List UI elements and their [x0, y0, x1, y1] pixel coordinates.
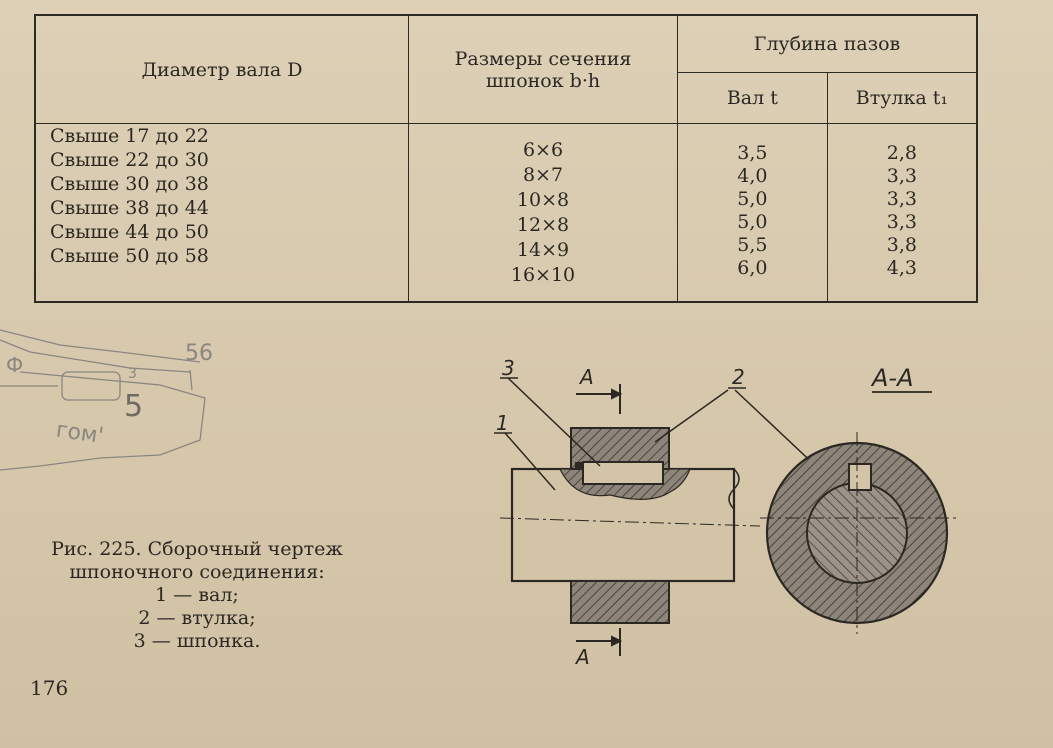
section-cell: 12×8 [516, 214, 570, 236]
hub-depth-cell: 3,3 [886, 188, 917, 210]
section-cell: 8×7 [522, 164, 564, 186]
diameter-cell: Свыше 38 до 44 [50, 197, 209, 219]
label-hub: 2 [732, 365, 745, 389]
figure-caption: Рис. 225. Сборочный чертеж шпоночного со… [32, 538, 362, 653]
caption-item: 1 — вал; [155, 584, 239, 606]
diameter-cell: Свыше 30 до 38 [50, 173, 209, 195]
leader-lines [494, 377, 821, 491]
section-cell: 14×9 [516, 239, 570, 261]
header-section-size: Размеры сечения шпонок b·h [408, 14, 678, 124]
sketch-text-left: Ф [6, 353, 23, 377]
section-markers [576, 384, 623, 656]
diameter-cell: Свыше 50 до 58 [50, 245, 209, 267]
header-diameter: Диаметр вала D [34, 14, 409, 124]
shaft-depth-cell: 3,5 [737, 142, 768, 164]
section-cell: 6×6 [522, 139, 564, 161]
section-label-top: A [578, 365, 594, 389]
caption-title: Рис. 225. Сборочный чертеж шпоночного со… [51, 538, 343, 583]
shaft-drawing [499, 427, 761, 624]
sketch-text-bottom: гом' [54, 418, 105, 449]
shaft-depth-cell: 5,0 [737, 211, 768, 233]
assembly-drawing: 56 Ф 3 5 гом' A [0, 329, 958, 669]
section-cell: 10×8 [516, 189, 570, 211]
diameter-cell: Свыше 44 до 50 [50, 221, 209, 243]
hub-depth-column: 2,8 3,3 3,3 3,3 3,8 4,3 [826, 123, 978, 303]
diameter-cell: Свыше 17 до 22 [50, 125, 209, 147]
diameter-cell: Свыше 22 до 30 [50, 149, 209, 171]
label-shaft: 1 [496, 411, 509, 435]
sketch-text-3: 3 [128, 366, 137, 382]
header-groove-depth: Глубина пазов [677, 14, 978, 73]
hub-depth-cell: 2,8 [886, 142, 917, 164]
shaft-depth-cell: 5,5 [737, 234, 768, 256]
header-shaft-depth: Вал t [677, 72, 828, 124]
cross-section-view [760, 432, 958, 634]
section-title: A-A [870, 364, 914, 392]
shaft-depth-cell: 5,0 [737, 188, 768, 210]
key-dimensions-table: Диаметр вала D Размеры сечения шпонок b·… [34, 14, 978, 303]
label-key: 3 [502, 356, 515, 380]
header-hub-depth: Втулка t₁ [826, 72, 978, 124]
section-cell: 16×10 [510, 264, 576, 286]
caption-item: 3 — шпонка. [133, 630, 261, 652]
hub-depth-cell: 3,8 [886, 234, 917, 256]
hub-depth-cell: 3,3 [886, 165, 917, 187]
diameter-column: Свыше 17 до 22 Свыше 22 до 30 Свыше 30 д… [34, 123, 409, 303]
pencil-sketch: 56 Ф 3 5 гом' [0, 329, 213, 471]
hub-depth-cell: 4,3 [886, 257, 917, 279]
caption-item: 2 — втулка; [138, 607, 256, 629]
shaft-depth-cell: 6,0 [737, 257, 768, 279]
shaft-depth-column: 3,5 4,0 5,0 5,0 5,5 6,0 [677, 123, 828, 303]
section-label-bottom: A [574, 645, 590, 669]
section-column: 6×6 8×7 10×8 12×8 14×9 16×10 [408, 123, 678, 303]
hub-depth-cell: 3,3 [886, 211, 917, 233]
page-number: 176 [30, 676, 69, 700]
sketch-text-top: 56 [185, 341, 213, 366]
sketch-text-5: 5 [124, 389, 143, 424]
shaft-depth-cell: 4,0 [737, 165, 768, 187]
